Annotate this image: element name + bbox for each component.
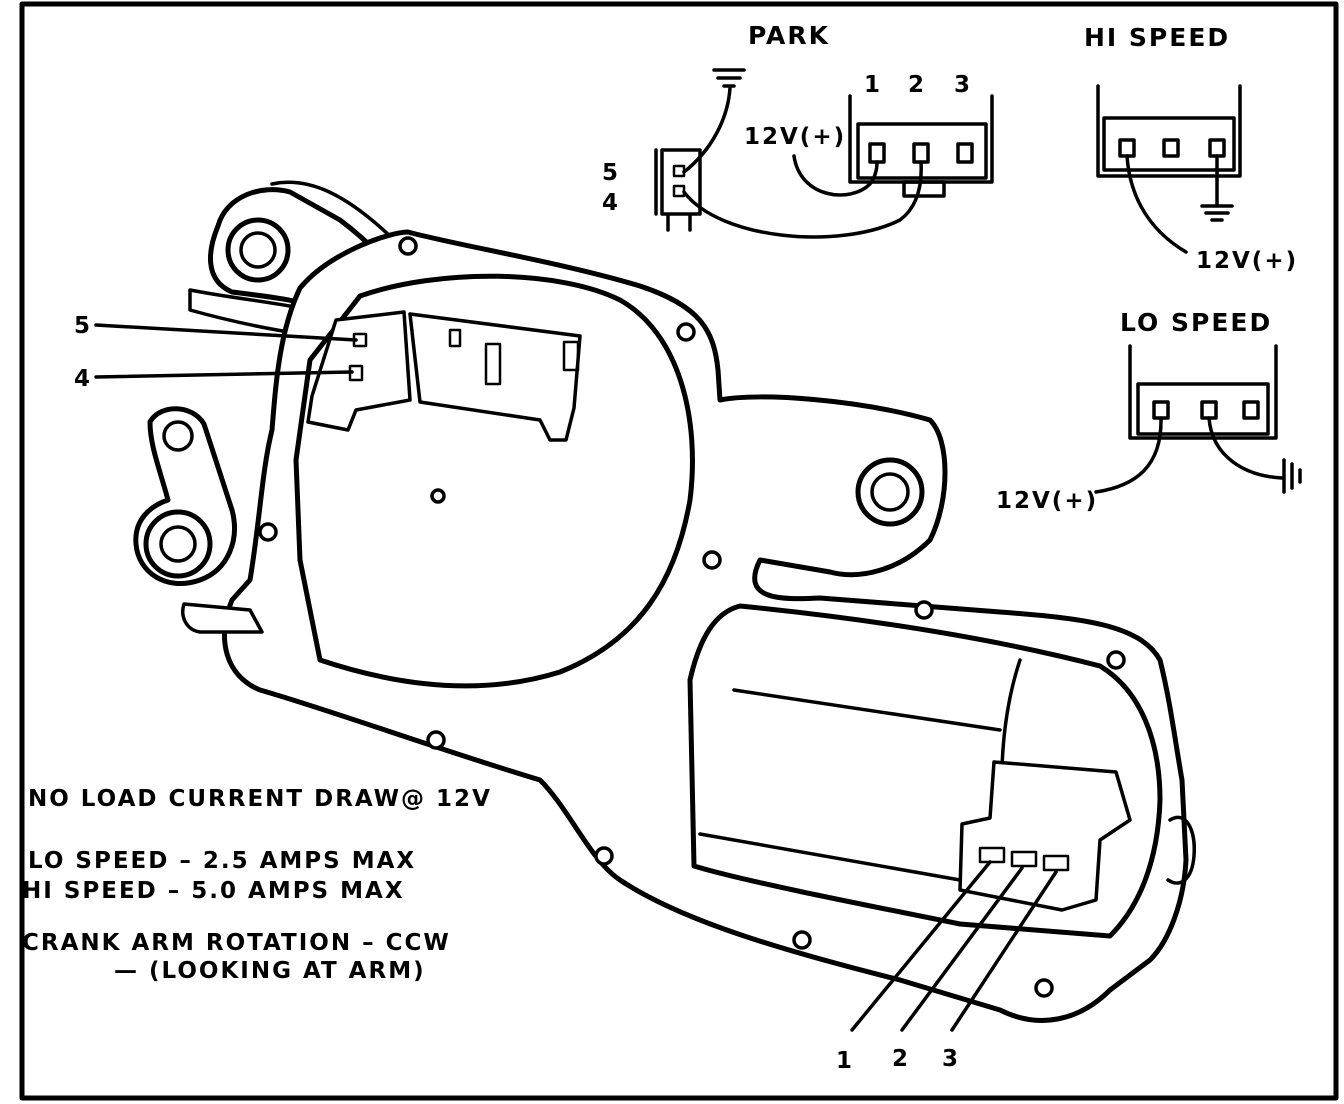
gear-shaft-center xyxy=(430,488,446,504)
terminal-2-label: 2 xyxy=(892,1046,910,1072)
hi-speed-wire-supply xyxy=(1125,154,1188,254)
park-conn-pin-4-label: 4 xyxy=(602,190,620,216)
mount-bolt xyxy=(676,322,696,342)
mount-bolt xyxy=(594,846,614,866)
hi-speed-connector-body xyxy=(1102,116,1236,172)
park-title: PARK xyxy=(748,21,830,50)
park-wire-5-to-ground xyxy=(682,86,732,174)
motor-terminal-1 xyxy=(978,846,1006,864)
park-pin-2-label: 2 xyxy=(908,72,926,98)
lo-speed-pin-1 xyxy=(1152,400,1170,420)
lo-speed-schematic: LO SPEED 12V(+) xyxy=(996,308,1302,514)
park-wire-4-to-pin-2 xyxy=(682,160,923,239)
terminal-3-label: 3 xyxy=(942,1046,960,1072)
crank-arm-bushing xyxy=(143,509,213,579)
hi-speed-title: HI SPEED xyxy=(1084,23,1230,52)
lo-speed-pin-2 xyxy=(1200,400,1218,420)
hi-speed-supply-label: 12V(+) xyxy=(1196,248,1298,274)
diagram-frame xyxy=(19,1,1339,1101)
hi-speed-pin-2 xyxy=(1162,138,1180,158)
spec-rotation-note: — (LOOKING AT ARM) xyxy=(114,958,426,984)
park-conn-pin-4 xyxy=(672,184,686,198)
park-schematic: PARK 1 2 3 12V(+) 5 4 xyxy=(602,21,994,239)
crank-arm-pivot xyxy=(162,420,194,452)
hi-speed-schematic: HI SPEED 12V(+) xyxy=(1084,23,1298,274)
park-pin-3 xyxy=(956,142,974,164)
output-shaft xyxy=(181,602,264,634)
hi-speed-pin-1 xyxy=(1118,138,1136,158)
mount-bolt xyxy=(426,730,446,750)
lo-speed-connector-body xyxy=(1136,382,1270,436)
hi-speed-connector-shell xyxy=(1096,84,1242,178)
lo-speed-pin-3 xyxy=(1242,400,1260,420)
callout-5-label: 5 xyxy=(74,313,92,339)
park-pin-1-label: 1 xyxy=(864,72,882,98)
mount-bolt xyxy=(792,930,812,950)
lo-speed-title: LO SPEED xyxy=(1120,308,1272,337)
spec-rotation: CRANK ARM ROTATION – CCW xyxy=(22,930,451,956)
upper-mount-bushing xyxy=(225,217,291,283)
mount-bolt xyxy=(1034,978,1054,998)
mount-bolt xyxy=(398,236,418,256)
mount-bolt xyxy=(702,550,722,570)
motor-terminal-2 xyxy=(1010,850,1038,868)
motor-terminal-3 xyxy=(1042,854,1070,872)
spec-notes: NO LOAD CURRENT DRAW@ 12V LO SPEED – 2.5… xyxy=(22,786,492,984)
park-pin-2 xyxy=(912,142,930,164)
right-mount-bushing xyxy=(855,457,925,527)
lo-speed-connector-shell xyxy=(1128,344,1278,440)
park-pin-3-label: 3 xyxy=(954,72,972,98)
spec-lo-speed: LO SPEED – 2.5 AMPS MAX xyxy=(28,848,416,874)
mount-bolt xyxy=(914,600,934,620)
hi-speed-ground-symbol xyxy=(1200,204,1234,222)
spec-hi-speed: HI SPEED – 5.0 AMPS MAX xyxy=(22,878,405,904)
lo-speed-wire-supply xyxy=(1094,416,1163,494)
lo-speed-ground-symbol xyxy=(1282,458,1302,494)
park-wire-supply-to-pin-1 xyxy=(792,154,879,197)
lo-speed-wire-ground xyxy=(1207,416,1284,480)
park-small-connector xyxy=(654,148,702,232)
park-supply-label: 12V(+) xyxy=(744,124,846,150)
hi-speed-pin-3 xyxy=(1208,138,1226,158)
gear-housing-cover xyxy=(293,273,695,689)
connector-callouts: 5 4 1 2 3 xyxy=(74,313,1058,1074)
lo-speed-supply-label: 12V(+) xyxy=(996,488,1098,514)
park-ground-symbol xyxy=(712,68,746,88)
terminal-1-label: 1 xyxy=(836,1048,854,1074)
motor-terminal-block xyxy=(958,760,1132,912)
spec-heading: NO LOAD CURRENT DRAW@ 12V xyxy=(28,786,492,812)
mount-bolt xyxy=(258,522,278,542)
mount-bolt xyxy=(1106,650,1126,670)
park-conn-pin-5-label: 5 xyxy=(602,160,620,186)
wiper-motor-assembly xyxy=(133,180,1196,1023)
park-conn-pin-5 xyxy=(672,164,686,178)
callout-4-label: 4 xyxy=(74,366,92,392)
park-pin-1 xyxy=(868,142,886,164)
park-connector-tab xyxy=(902,180,946,198)
